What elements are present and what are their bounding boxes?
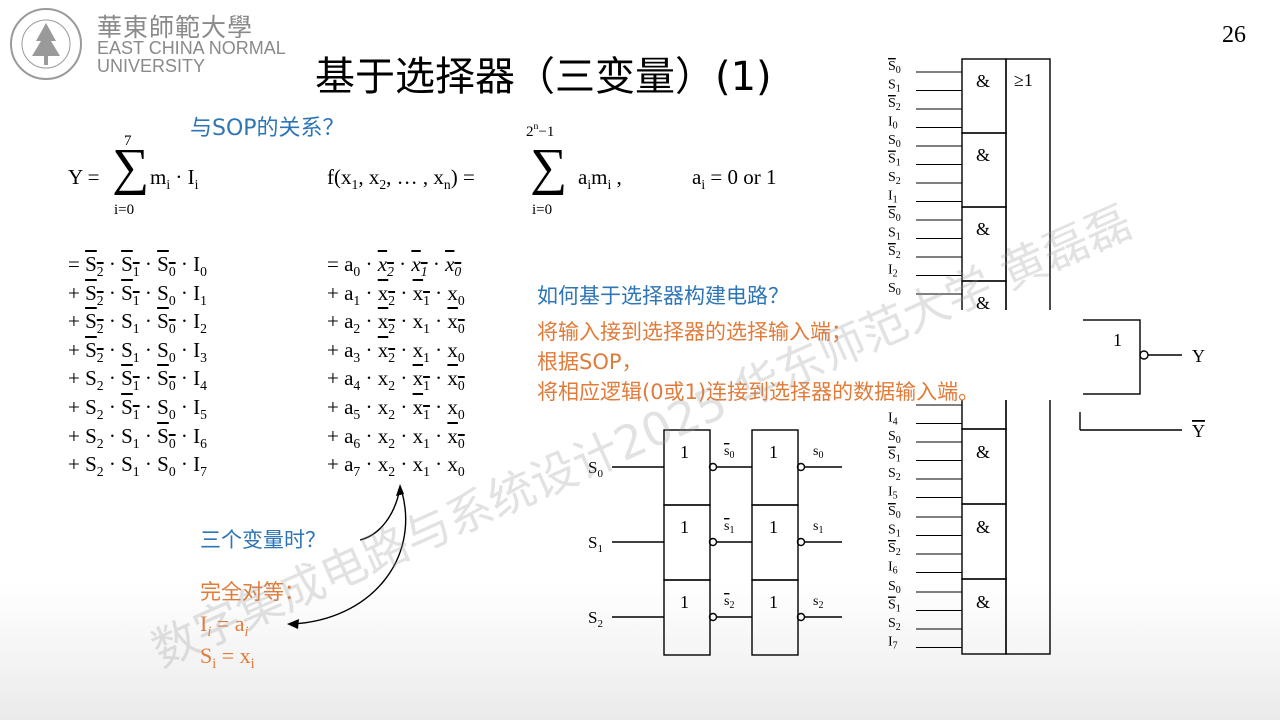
and-input-label: S0 <box>888 281 901 298</box>
s0-bar-label: s0 <box>724 444 734 461</box>
buffer-symbol: 1 <box>769 517 778 537</box>
formula-f-term: aimi , <box>578 165 622 192</box>
sop-expansion-a: = a0 · x2 · x1 · x0 + a1 · x2 · x1 · x0 … <box>327 252 465 479</box>
and-input-label: S0 <box>888 429 901 446</box>
and-input-label: S2 <box>888 541 901 558</box>
formula-y-sum: Y = <box>68 165 100 189</box>
formula-f-lhs: f(x1, x2, … , xn) = <box>327 165 475 192</box>
and-input-label: S1 <box>888 448 901 465</box>
logo-english-line2: UNIVERSITY <box>97 56 206 76</box>
and-input-label: S2 <box>888 244 901 261</box>
slide-title: 基于选择器（三变量）(1) <box>315 54 772 100</box>
or-symbol: ≥1 <box>1014 70 1033 90</box>
select-input-s1: S1 <box>588 533 603 555</box>
and-symbol: & <box>976 517 990 537</box>
output-ybar-label: Y <box>1192 421 1205 441</box>
equal-s-x: Si = xi <box>200 643 255 672</box>
answer-line: 将相应逻辑(0或1)连接到选择器的数据输入端。 <box>537 380 980 404</box>
sigma-symbol-1: ∑ <box>112 139 150 196</box>
and-input-label: I5 <box>888 485 898 502</box>
how-question: 如何基于选择器构建电路？ <box>537 280 789 310</box>
page-number: 26 <box>1222 22 1246 48</box>
and-symbol: & <box>976 293 990 313</box>
and-input-label: S2 <box>888 170 901 187</box>
sop-expansion-s: = S2 · S1 · S0 · I0 + S2 · S1 · S0 · I1 … <box>68 252 207 479</box>
and-input-label: I1 <box>888 189 898 206</box>
s1-label: s1 <box>813 519 823 536</box>
select-input-s2: S2 <box>588 608 603 630</box>
sigma-upper-1: 7 <box>124 133 132 149</box>
and-input-label: S0 <box>888 133 901 150</box>
and-input-label: I7 <box>888 635 898 652</box>
select-input-s0: S0 <box>588 458 603 480</box>
s2-bar-label: s2 <box>724 594 734 611</box>
buffer-symbol: 1 <box>769 592 778 612</box>
sop-question: 与SOP的关系？ <box>190 116 345 141</box>
and-symbol: & <box>976 145 990 165</box>
and-input-label: I2 <box>888 263 898 280</box>
sigma-lower-1: i=0 <box>114 202 135 218</box>
and-input-label: I0 <box>888 115 898 132</box>
university-logo <box>8 6 88 86</box>
answer-box: 将输入接到选择器的选择输入端； 根据SOP， 将相应逻辑(0或1)连接到选择器的… <box>523 310 1083 404</box>
inverter-symbol: 1 <box>1113 330 1122 350</box>
and-input-label: S1 <box>888 78 901 95</box>
campus-background <box>0 580 1280 720</box>
equal-label: 完全对等： <box>200 580 305 604</box>
formula-a-values: ai = 0 or 1 <box>692 165 777 192</box>
and-input-label: S1 <box>888 598 901 615</box>
s0-label: s0 <box>813 444 823 461</box>
and-input-label: S2 <box>888 616 901 633</box>
and-symbol: & <box>976 71 990 91</box>
and-input-label: S0 <box>888 59 901 76</box>
sigma-lower-2: i=0 <box>532 202 553 218</box>
and-input-label: S1 <box>888 523 901 540</box>
and-input-label: I4 <box>888 411 898 428</box>
equal-i-a: Ii = ai <box>200 611 249 640</box>
output-y-label: Y <box>1192 346 1205 366</box>
s1-bar-label: s1 <box>724 519 734 536</box>
and-input-label: S2 <box>888 96 901 113</box>
sigma-symbol-2: ∑ <box>530 139 568 196</box>
answer-line: 根据SOP， <box>537 350 643 374</box>
three-var-question: 三个变量时？ <box>200 528 326 552</box>
and-symbol: & <box>976 592 990 612</box>
answer-line: 将输入接到选择器的选择输入端； <box>537 320 852 344</box>
and-input-label: S0 <box>888 504 901 521</box>
and-symbol: & <box>976 219 990 239</box>
and-symbol: & <box>976 442 990 462</box>
sigma-upper-2: 2n−1 <box>526 121 555 140</box>
and-input-label: S1 <box>888 226 901 243</box>
s2-label: s2 <box>813 594 823 611</box>
and-input-label: I6 <box>888 560 898 577</box>
logo-chinese-name: 華東師範大學 <box>97 13 254 42</box>
and-input-label: S2 <box>888 466 901 483</box>
buffer-symbol: 1 <box>680 442 689 462</box>
buffer-symbol: 1 <box>680 592 689 612</box>
buffer-symbol: 1 <box>680 517 689 537</box>
and-input-label: S0 <box>888 579 901 596</box>
buffer-symbol: 1 <box>769 442 778 462</box>
and-input-label: S1 <box>888 152 901 169</box>
formula-y-term: mi · Ii <box>150 165 199 192</box>
logo-english-line1: EAST CHINA NORMAL <box>97 38 286 58</box>
and-input-label: S0 <box>888 207 901 224</box>
